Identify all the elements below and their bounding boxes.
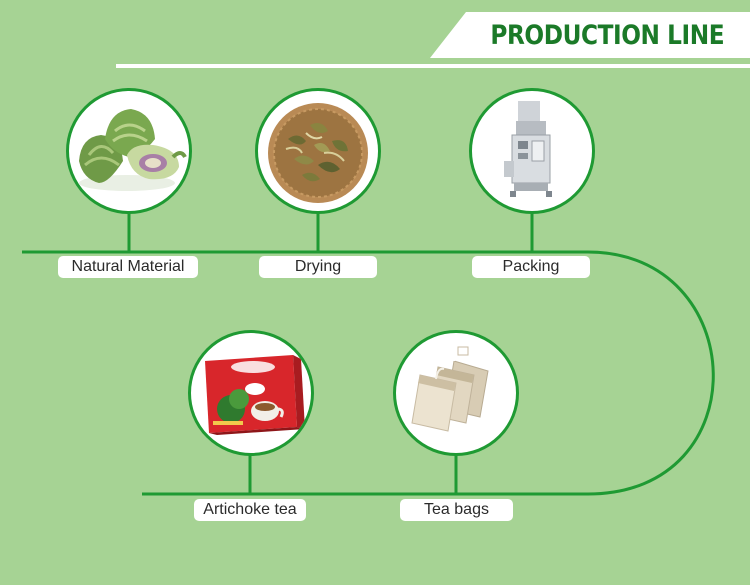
step-circle-natural-material: [66, 88, 192, 214]
packing-machine-icon: [504, 101, 552, 197]
dried-leaves-icon: [268, 103, 368, 203]
step-circle-artichoke-tea: [188, 330, 314, 456]
step-label-drying: Drying: [259, 256, 377, 278]
artichoke-icon: [79, 109, 187, 191]
step-label-packing: Packing: [472, 256, 590, 278]
tea-bags-icon: [411, 346, 489, 432]
return-curve-line: [587, 250, 715, 496]
page-title: PRODUCTION LINE: [490, 19, 725, 51]
step-circle-drying: [255, 88, 381, 214]
step-label-natural-material: Natural Material: [58, 256, 198, 278]
title-banner: PRODUCTION LINE: [430, 12, 750, 58]
tea-box-icon: [205, 355, 305, 435]
step-circle-packing: [469, 88, 595, 214]
title-underline: [116, 64, 750, 68]
step-label-tea-bags: Tea bags: [400, 499, 513, 521]
step-label-artichoke-tea: Artichoke tea: [194, 499, 306, 521]
step-circle-tea-bags: [393, 330, 519, 456]
